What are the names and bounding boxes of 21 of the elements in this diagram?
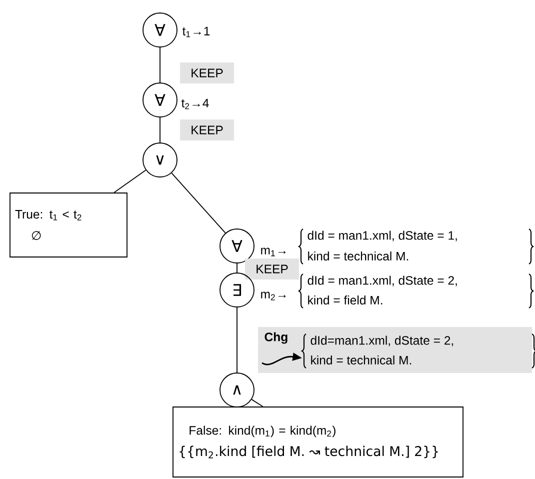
mapping-text: m$_{2}$→ (261, 292, 286, 300)
tree-line (236, 263, 238, 273)
set-text: dId=man1.xml, dState = 2, (310, 336, 454, 346)
keep-tag: KEEP (245, 258, 299, 280)
keep-tag: KEEP (180, 120, 234, 140)
mapping-text: m$_{1}$→ (261, 248, 286, 256)
tree-line (251, 398, 264, 407)
tree-line (236, 307, 238, 373)
mapping-text: t$_{1}$→1 (182, 26, 210, 38)
tree-line (114, 170, 146, 193)
set-text: dId = man1.xml, dState = 2, (308, 276, 457, 286)
tree-line (171, 172, 226, 234)
set-text: kind = field M. (308, 296, 382, 305)
set-text: kind = technical M. (308, 252, 408, 261)
mapping-text: t$_{2}$→4 (181, 98, 209, 110)
set-text: kind = technical M. (311, 356, 412, 365)
change-band: Chg dId=man1.xml, dState = 2, kind = technical M. (258, 327, 535, 373)
set-text: dId = man1.xml, dState = 1, (308, 230, 457, 242)
keep-tag: KEEP (180, 62, 234, 84)
result-box: False: kind(m$_{1}$) = kind(m$_{2}$) {{m$_{2}$.kind [field M. ↝ technical M.] 2}} (172, 406, 464, 478)
result-box: True: t$_{1}$ < t$_{2}$ ∅ (10, 192, 128, 258)
